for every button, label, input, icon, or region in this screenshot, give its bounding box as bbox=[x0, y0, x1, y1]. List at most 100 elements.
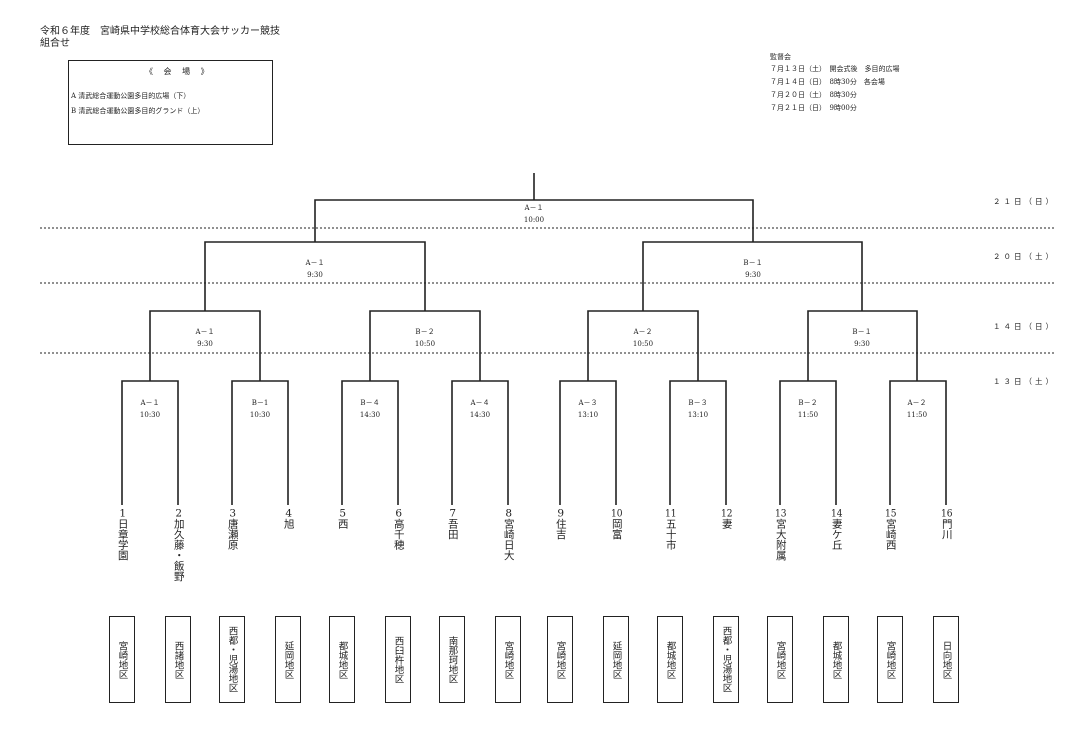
district-box: 都城地区 bbox=[329, 616, 355, 703]
team-number: 3 bbox=[229, 508, 237, 519]
team-entry: 11五十市 bbox=[664, 508, 677, 551]
team-name: 五十市 bbox=[664, 518, 677, 551]
district-box: 宮崎地区 bbox=[109, 616, 135, 703]
team-number: 10 bbox=[610, 508, 623, 519]
page-subtitle: 組合せ bbox=[40, 38, 70, 49]
district-name: 都城地区 bbox=[336, 640, 348, 679]
team-name: 住吉 bbox=[554, 518, 567, 540]
district-box: 都城地区 bbox=[657, 616, 683, 703]
team-number: 8 bbox=[505, 508, 513, 519]
venue-a: A 清武総合運動公園多目的広場（下） bbox=[71, 92, 191, 100]
district-name: 宮崎地区 bbox=[502, 640, 514, 679]
team-number: 14 bbox=[830, 508, 843, 519]
district-box: 南那珂地区 bbox=[439, 616, 465, 703]
team-entry: 13宮大附属 bbox=[774, 508, 787, 561]
team-entry: 14妻ケ丘 bbox=[830, 508, 843, 551]
team-entry: 3唐瀬原 bbox=[226, 508, 239, 550]
team-number: 5 bbox=[339, 508, 347, 519]
team-name: 妻ケ丘 bbox=[830, 518, 843, 551]
team-entry: 2加久藤・飯野 bbox=[172, 508, 185, 582]
district-box: 西都・児湯地区 bbox=[713, 616, 739, 703]
team-name: 妻 bbox=[720, 518, 733, 530]
team-number: 16 bbox=[940, 508, 953, 519]
page-title: 令和６年度 宮崎県中学校総合体育大会サッカー競技 bbox=[40, 26, 280, 37]
team-entry: 12妻 bbox=[720, 508, 733, 530]
round-date-semi: ２０日（土） bbox=[993, 252, 1056, 261]
district-box: 西諸地区 bbox=[165, 616, 191, 703]
team-number: 7 bbox=[449, 508, 457, 519]
team-name: 吾田 bbox=[446, 518, 459, 540]
team-number: 15 bbox=[884, 508, 897, 519]
schedule-line: 監督会 bbox=[770, 53, 791, 61]
round-date-final: ２１日（日） bbox=[993, 197, 1056, 206]
team-number: 12 bbox=[720, 508, 733, 519]
team-entry: 15宮崎西 bbox=[884, 508, 897, 551]
team-entry: 7吾田 bbox=[446, 508, 459, 540]
team-entry: 16門川 bbox=[940, 508, 953, 540]
district-box: 日向地区 bbox=[933, 616, 959, 703]
team-entry: 4旭 bbox=[282, 508, 295, 529]
district-box: 宮崎地区 bbox=[767, 616, 793, 703]
team-name: 宮崎西 bbox=[884, 518, 897, 551]
team-number: 11 bbox=[664, 508, 677, 519]
schedule-line: ７月２０日（土） 8時30分 bbox=[770, 91, 857, 99]
team-name: 高千穂 bbox=[392, 518, 405, 551]
district-name: 宮崎地区 bbox=[774, 640, 786, 679]
district-name: 延岡地区 bbox=[282, 640, 294, 679]
team-entry: 9住吉 bbox=[554, 508, 567, 540]
district-box: 延岡地区 bbox=[603, 616, 629, 703]
district-name: 西都・児湯地区 bbox=[720, 626, 732, 693]
team-entry: 5西 bbox=[336, 508, 349, 530]
district-name: 都城地区 bbox=[830, 640, 842, 679]
venue-header: 《 会 場 》 bbox=[145, 67, 213, 76]
round-date-quarter: １４日（日） bbox=[993, 322, 1056, 331]
district-name: 西都・児湯地区 bbox=[226, 626, 238, 693]
team-number: 9 bbox=[557, 508, 565, 519]
district-box: 宮崎地区 bbox=[547, 616, 573, 703]
team-entry: 10岡富 bbox=[610, 508, 623, 540]
team-number: 2 bbox=[175, 508, 183, 519]
district-name: 宮崎地区 bbox=[116, 640, 128, 679]
team-number: 6 bbox=[395, 508, 403, 519]
district-name: 西諸地区 bbox=[172, 640, 184, 679]
venue-box bbox=[68, 60, 273, 145]
round-date-first: １３日（土） bbox=[993, 377, 1056, 386]
district-name: 延岡地区 bbox=[610, 640, 622, 679]
team-name: 加久藤・飯野 bbox=[172, 518, 185, 582]
district-name: 都城地区 bbox=[664, 640, 676, 679]
district-name: 日向地区 bbox=[940, 640, 952, 679]
schedule-line: ７月１３日（土） 開会式後 多目的広場 bbox=[770, 65, 900, 73]
team-number: 13 bbox=[774, 508, 787, 519]
team-name: 門川 bbox=[940, 518, 953, 540]
district-box: 宮崎地区 bbox=[877, 616, 903, 703]
team-name: 日章学園 bbox=[116, 518, 129, 561]
district-box: 延岡地区 bbox=[275, 616, 301, 703]
district-box: 西都・児湯地区 bbox=[219, 616, 245, 703]
team-name: 岡富 bbox=[610, 518, 623, 540]
team-name: 西 bbox=[336, 518, 349, 530]
schedule-line: ７月２１日（日） 9時00分 bbox=[770, 104, 857, 112]
district-box: 都城地区 bbox=[823, 616, 849, 703]
schedule-line: ７月１４日（日） 8時30分 各会場 bbox=[770, 78, 885, 86]
district-name: 宮崎地区 bbox=[554, 640, 566, 679]
team-entry: 6高千穂 bbox=[392, 508, 405, 551]
district-name: 南那珂地区 bbox=[446, 635, 458, 684]
team-number: 4 bbox=[285, 508, 293, 519]
district-name: 宮崎地区 bbox=[884, 640, 896, 679]
team-number: 1 bbox=[119, 508, 127, 519]
team-entry: 1日章学園 bbox=[116, 508, 129, 561]
district-name: 西臼杵地区 bbox=[392, 635, 404, 684]
